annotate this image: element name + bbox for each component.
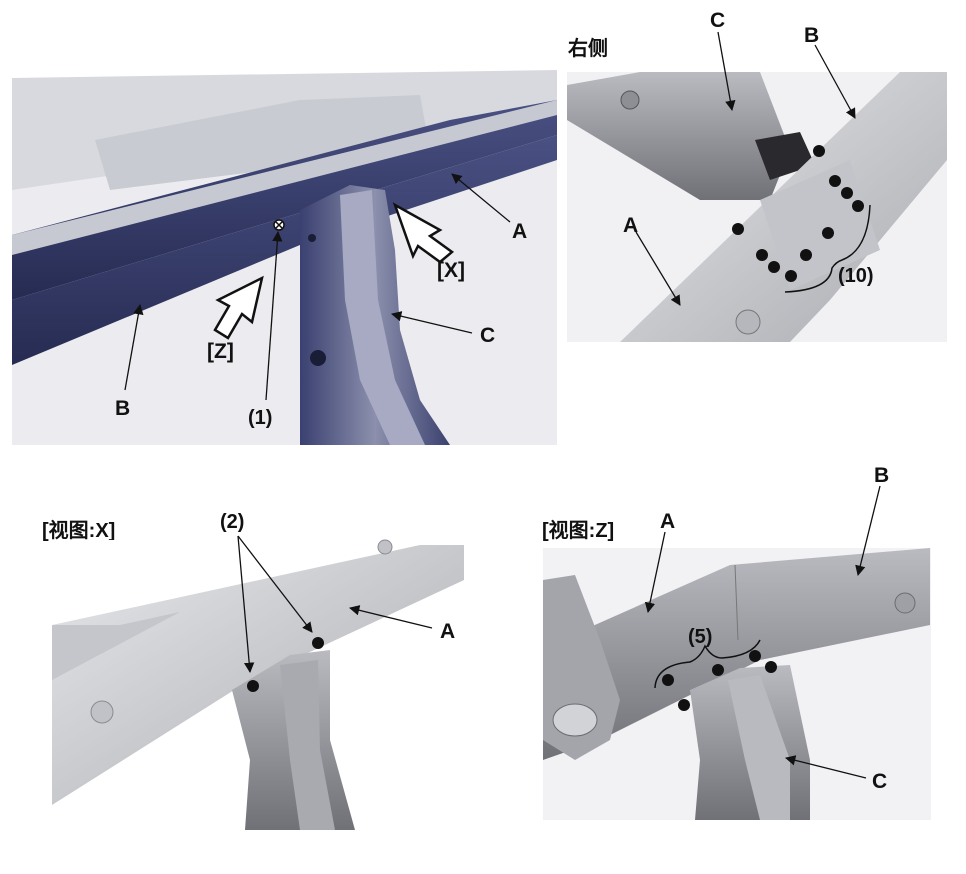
leader-view-x-weld2-right xyxy=(237,535,313,633)
pillar-hole-small xyxy=(308,234,316,242)
leader-view-z-a xyxy=(644,531,666,614)
right-label-a: A xyxy=(623,214,638,237)
weld-dot xyxy=(732,223,744,235)
leader-main-a xyxy=(451,173,511,223)
weld-dot xyxy=(852,200,864,212)
view-x-panel: [视图:X] (2) A xyxy=(42,511,464,830)
view-x-label-a: A xyxy=(440,620,455,643)
view-z-label-c: C xyxy=(872,770,887,793)
view-x-pillar-rib xyxy=(280,660,335,830)
weld-dot xyxy=(768,261,780,273)
view-z-weld-dot xyxy=(712,664,724,676)
view-z-label-b: B xyxy=(874,464,889,487)
weld-dot xyxy=(785,270,797,282)
part-c-pillar-rib xyxy=(340,190,425,445)
right-side-title: 右侧 xyxy=(568,36,608,60)
view-z-part-a-b-member xyxy=(543,548,930,760)
right-label-weld10: (10) xyxy=(838,265,874,287)
main-label-b: B xyxy=(115,397,130,420)
main-label-a: A xyxy=(512,220,527,243)
view-z-bushing xyxy=(552,703,598,737)
main-label-weld1: (1) xyxy=(248,407,272,429)
weld-dot xyxy=(841,187,853,199)
view-x-direction-arrow xyxy=(392,202,455,264)
view-z-direction-arrow xyxy=(213,275,264,340)
view-x-side-panel xyxy=(52,612,180,680)
leader-main-weld1 xyxy=(265,230,283,401)
part-b-lower-face xyxy=(12,135,557,365)
view-x-weld-dot xyxy=(247,680,259,692)
right-member-hole xyxy=(735,309,761,335)
pillar-hole xyxy=(310,350,326,366)
view-z-seam-line xyxy=(734,564,739,641)
view-x-member-hole-upper xyxy=(377,539,393,555)
leader-main-b xyxy=(124,303,144,391)
view-x-member-hole xyxy=(90,700,114,724)
leader-right-c xyxy=(717,31,736,112)
view-z-weld-bracket xyxy=(654,639,761,689)
right-side-panel: 右侧 C B A (10) xyxy=(567,9,947,342)
part-a-flange-strip xyxy=(12,100,557,255)
weld-dot xyxy=(813,145,825,157)
floor-pan-recess xyxy=(95,95,430,190)
leader-view-x-a xyxy=(348,605,433,629)
leader-main-c xyxy=(390,311,473,334)
right-label-c: C xyxy=(710,9,725,32)
leader-right-b xyxy=(814,44,856,119)
view-z-label-weld5: (5) xyxy=(688,626,712,648)
leader-right-a xyxy=(635,231,681,306)
view-z-pillar-rib xyxy=(728,675,790,820)
main-label-c: C xyxy=(480,324,495,347)
right-weld-points xyxy=(732,145,864,282)
right-label-b: B xyxy=(804,24,819,47)
view-z-weld-dot xyxy=(765,661,777,673)
view-z-panel: [视图:Z] A B C (5) xyxy=(542,464,931,820)
weld-point-1-marker xyxy=(273,219,285,231)
leader-view-z-c xyxy=(784,755,867,779)
leader-view-z-b xyxy=(855,485,881,577)
main-view-panel: A B C [X] [Z] (1) xyxy=(12,70,557,445)
right-part-c-hole xyxy=(620,90,640,110)
view-z-weld-dot xyxy=(678,699,690,711)
weld-dot xyxy=(800,249,812,261)
weld-dot xyxy=(829,175,841,187)
view-x-title: [视图:X] xyxy=(42,519,115,542)
view-z-weld-dot xyxy=(749,650,761,662)
leader-view-x-weld2-left xyxy=(237,535,255,674)
weld-dot xyxy=(822,227,834,239)
view-z-title: [视图:Z] xyxy=(542,519,614,542)
right-weld-bracket xyxy=(784,204,871,293)
main-label-view-x: [X] xyxy=(437,259,465,282)
main-label-view-z: [Z] xyxy=(207,340,234,363)
right-joint-seal xyxy=(755,132,815,180)
weld-dot xyxy=(756,249,768,261)
view-x-weld-dot xyxy=(312,637,324,649)
view-z-member-hole xyxy=(894,592,916,614)
view-x-label-weld2: (2) xyxy=(220,511,244,533)
view-z-weld-dot xyxy=(662,674,674,686)
view-z-label-a: A xyxy=(660,510,675,533)
